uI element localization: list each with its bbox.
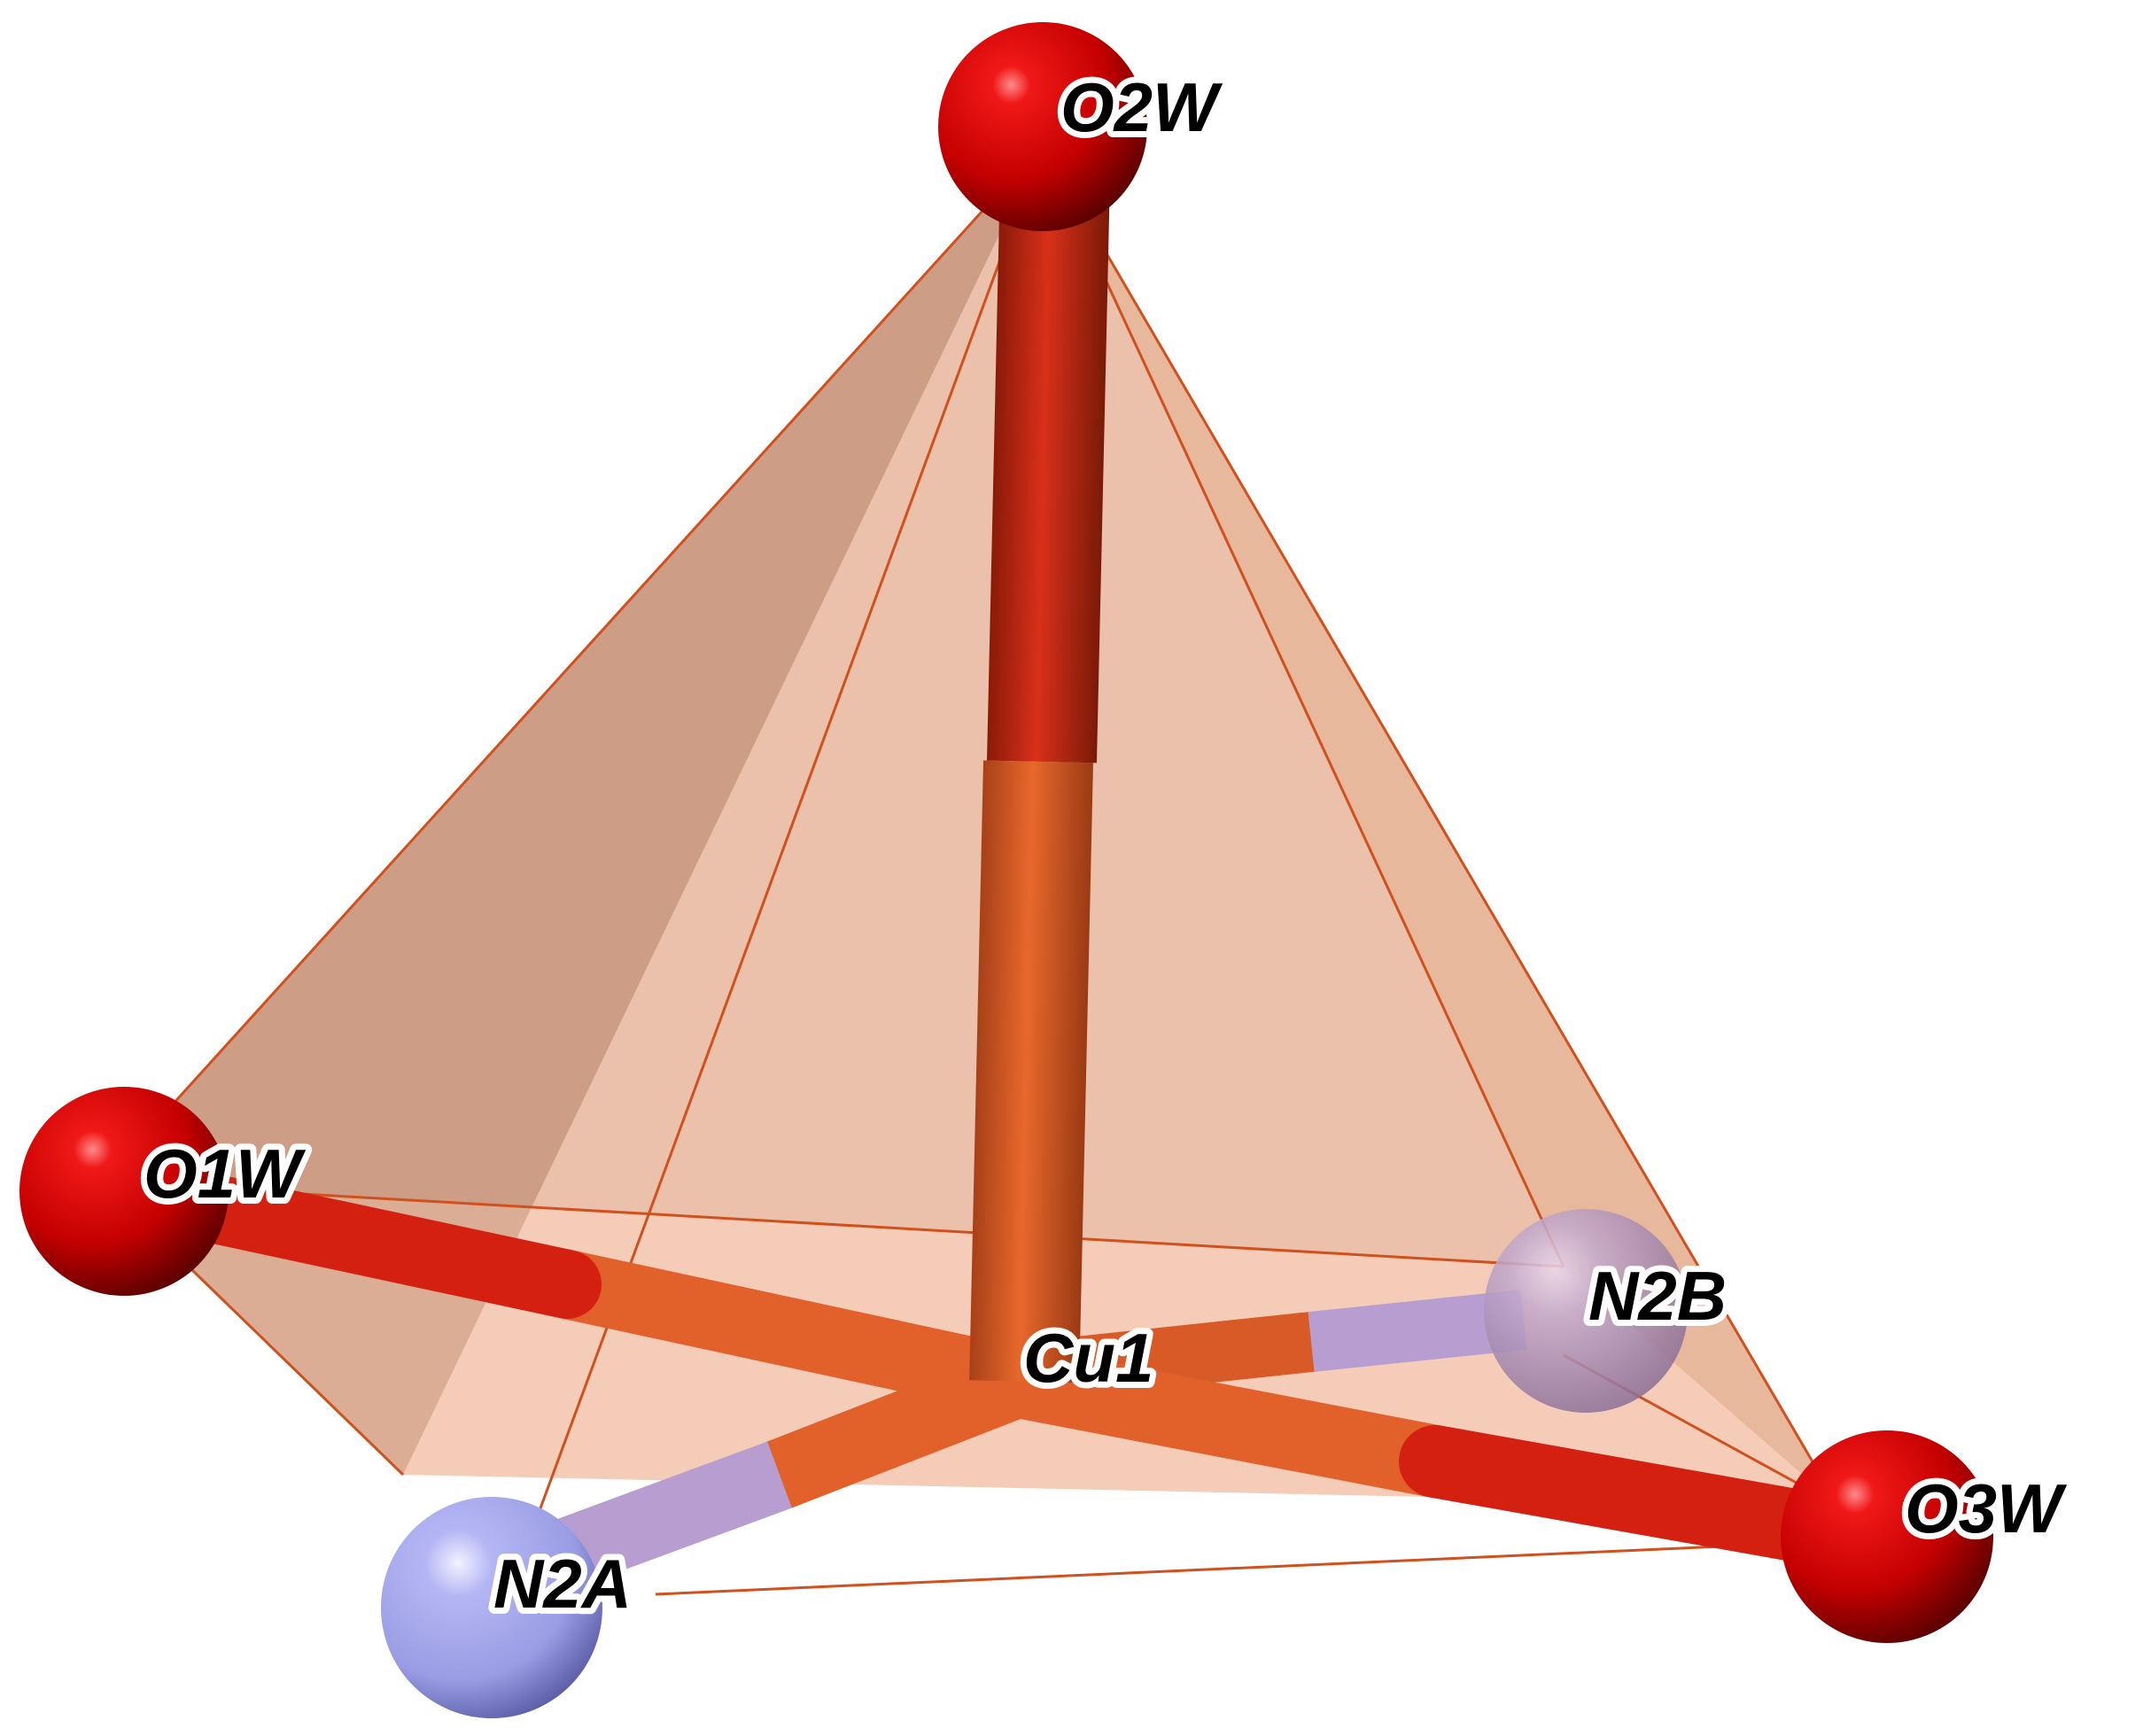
edge-O2W-O1W xyxy=(100,143,1044,1184)
bond-Cu1-O2W-cu xyxy=(969,760,1093,1383)
atom-O3W xyxy=(1781,1430,1993,1643)
label-N2B: N2B xyxy=(1588,1257,1727,1335)
label-O3W: O3W xyxy=(1905,1469,2068,1547)
edge-N2A-O3W xyxy=(655,1539,1839,1596)
label-Cu1: Cu1 xyxy=(1023,1319,1153,1397)
atom-N2A xyxy=(381,1497,602,1718)
bond-Cu1-O3W-o xyxy=(1399,1425,1870,1569)
atoms xyxy=(19,22,1993,1718)
edge-O1W-N2B xyxy=(101,1181,1565,1268)
bond-Cu1-N2A-cu xyxy=(744,1346,1054,1510)
bond-Cu1-O1W-cu xyxy=(532,1250,1053,1416)
label-N2A: N2A xyxy=(493,1545,632,1623)
bond-Cu1-O3W-cu xyxy=(982,1345,1471,1498)
face-front xyxy=(403,144,1838,1506)
edge-O2W-N2B xyxy=(1041,143,1565,1267)
edge-O2W-O3W xyxy=(1041,143,1840,1507)
atom-O2W xyxy=(938,22,1147,231)
atom-labels: O2W O1W N2B Cu1 O3W N2A xyxy=(137,62,2074,1629)
label-O2W: O2W xyxy=(1060,68,1223,146)
atom-N2B xyxy=(1484,1209,1688,1413)
face-left xyxy=(102,144,1043,1475)
label-O1W: O1W xyxy=(144,1135,307,1213)
bond-Cu1-O2W-o xyxy=(987,175,1110,763)
face-back xyxy=(102,144,1564,1267)
atom-O1W xyxy=(19,1087,229,1296)
